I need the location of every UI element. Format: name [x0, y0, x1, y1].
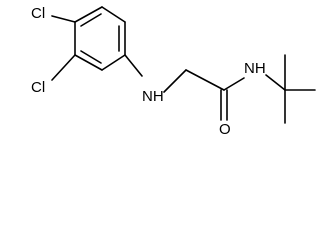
atom-label-nh-amide: NH — [244, 60, 266, 77]
ring-bond — [74, 6, 103, 23]
bond-nh-cq — [265, 74, 286, 91]
ring-inner-double-bond — [80, 13, 102, 27]
atom-label-cl-bottom: Cl — [31, 79, 45, 96]
atom-label-cl-top: Cl — [31, 5, 45, 22]
bond-cl-top — [51, 15, 76, 23]
benzene-ring — [74, 6, 126, 71]
bond-cl-bottom — [51, 54, 76, 81]
ring-inner-double-bond — [80, 50, 102, 64]
bond-ch2-co — [185, 69, 225, 91]
bond-co-nh — [223, 77, 245, 91]
chemical-structure: Cl Cl NH O NH — [31, 5, 316, 137]
ring-bond — [74, 54, 103, 71]
ring-bond — [101, 6, 126, 23]
ring-bond — [101, 54, 126, 71]
atom-label-nh-amine: NH — [142, 88, 164, 105]
bond-ring-nh — [124, 54, 143, 77]
atom-label-oxygen: O — [219, 121, 231, 137]
bond-nh-ch2 — [163, 69, 187, 93]
